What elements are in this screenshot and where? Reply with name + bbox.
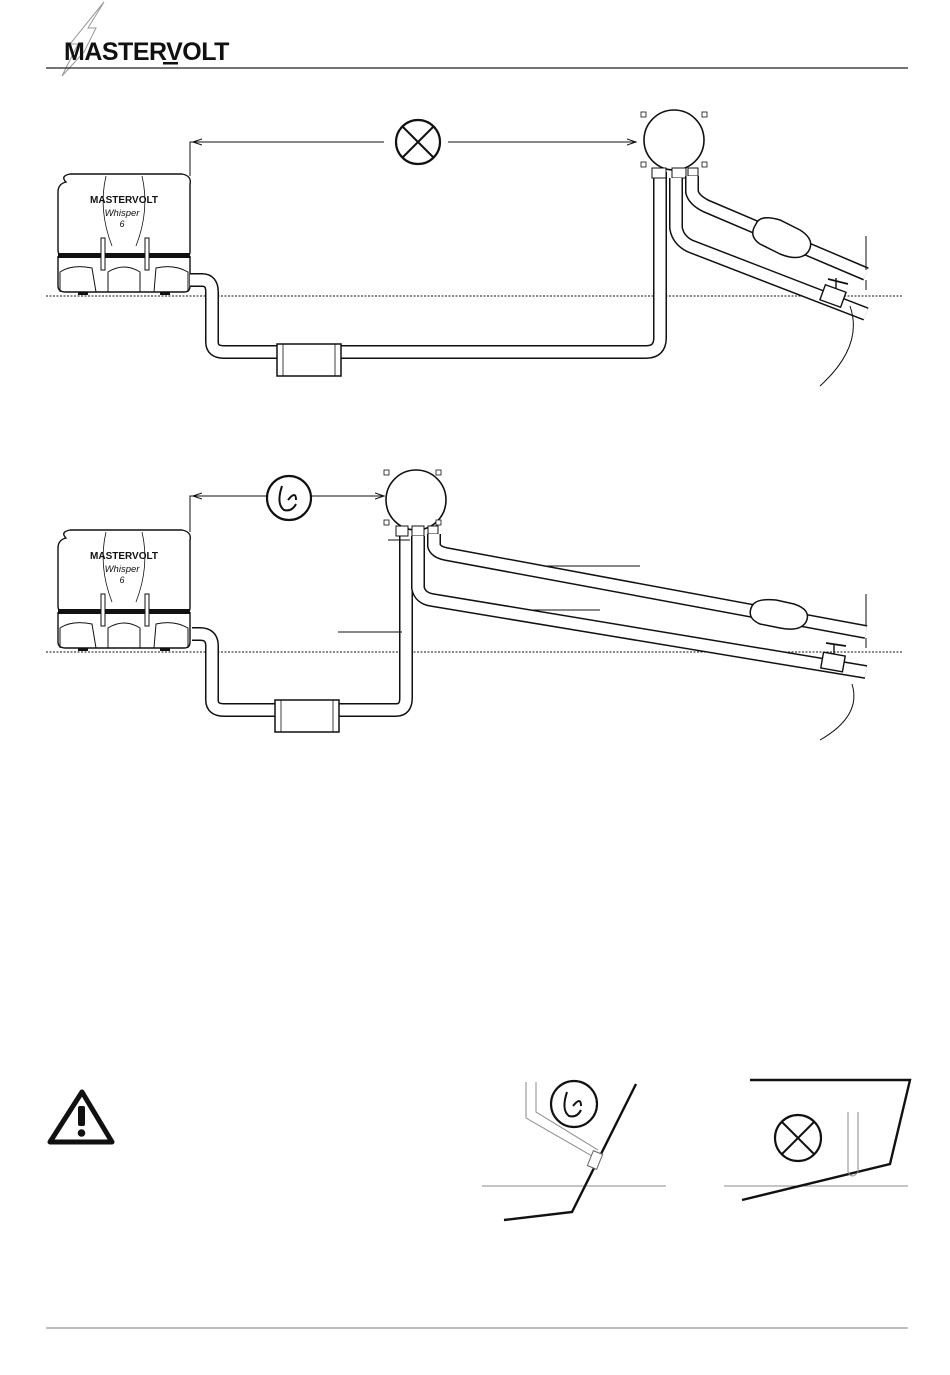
figure-correct-installation: MASTERVOLT Whisper 6 bbox=[46, 470, 902, 740]
hull-detail-correct bbox=[482, 1081, 666, 1220]
height-line-left bbox=[190, 496, 266, 532]
generator-brand: MASTERVOLT bbox=[90, 195, 158, 206]
cross-circle-icon bbox=[775, 1115, 821, 1161]
outlet-silencer bbox=[753, 218, 811, 258]
hull-curve bbox=[820, 684, 854, 740]
hull-curve bbox=[820, 306, 853, 386]
check-circle-icon bbox=[551, 1081, 597, 1127]
seacock-valve bbox=[821, 643, 846, 672]
water-lock bbox=[277, 344, 341, 376]
generator-model-number: 6 bbox=[119, 575, 124, 585]
brand-name: MASTERVOLT bbox=[64, 38, 229, 66]
cross-circle-icon bbox=[396, 120, 440, 164]
outlet-silencer bbox=[750, 600, 807, 630]
generator-model: Whisper bbox=[105, 208, 141, 219]
generator-model-number: 6 bbox=[119, 219, 124, 229]
warning-triangle-icon bbox=[50, 1092, 112, 1142]
water-lock bbox=[275, 700, 339, 732]
mastervolt-logo: MASTERVOLT bbox=[62, 2, 229, 76]
generator-brand: MASTERVOLT bbox=[90, 551, 158, 562]
figure-incorrect-installation: MASTERVOLT Whisper 6 bbox=[46, 110, 902, 386]
exhaust-hose bbox=[192, 532, 406, 710]
generator-unit: MASTERVOLT Whisper 6 bbox=[58, 174, 190, 295]
exhaust-hose bbox=[190, 172, 660, 352]
page-header: MASTERVOLT bbox=[46, 2, 908, 76]
hull-detail-incorrect bbox=[724, 1080, 910, 1200]
check-circle-icon bbox=[267, 476, 311, 520]
generator-model: Whisper bbox=[105, 564, 141, 575]
water-separator bbox=[641, 110, 707, 178]
water-separator bbox=[384, 470, 446, 536]
generator-unit: MASTERVOLT Whisper 6 bbox=[58, 530, 190, 651]
height-line-left bbox=[190, 142, 384, 176]
